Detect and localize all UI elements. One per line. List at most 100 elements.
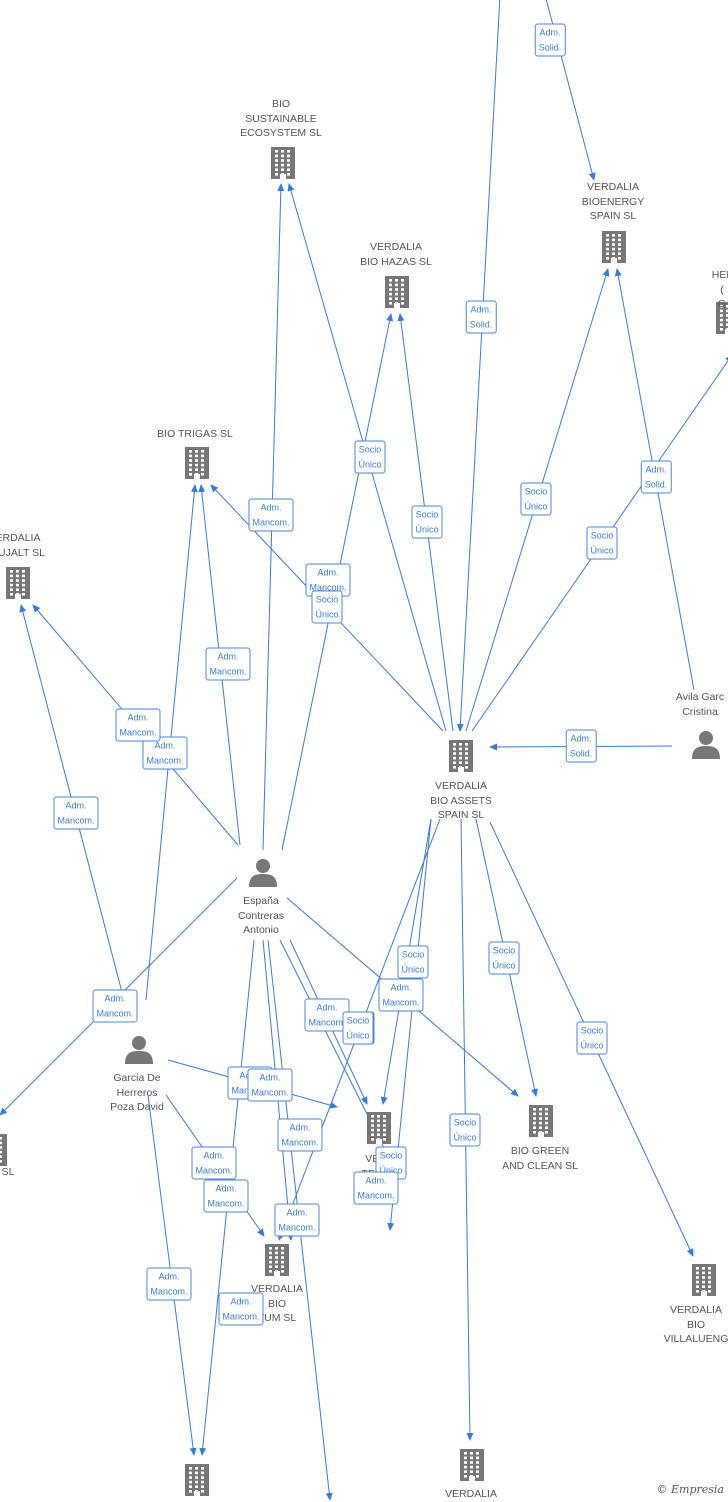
building-icon[interactable] — [367, 1112, 391, 1144]
building-icon[interactable] — [385, 276, 409, 308]
building-icon[interactable] — [271, 147, 295, 179]
building-icon[interactable] — [602, 231, 626, 263]
node-label-line: AND CLEAN SL — [502, 1159, 578, 1172]
relation-label-line: Socio — [415, 509, 439, 520]
node-label-line: SUSTAINABLE — [245, 112, 317, 125]
relation-label-line: Único — [492, 960, 516, 970]
building-icon[interactable] — [716, 302, 728, 334]
building-icon[interactable] — [692, 1264, 716, 1296]
relation-label[interactable]: Adm.Solid. — [640, 460, 672, 494]
relation-label-line: Mancom. — [96, 1008, 134, 1018]
node-label-line: BIO TRIGAS SL — [157, 428, 233, 440]
relation-label[interactable]: Adm.Mancom. — [53, 796, 99, 830]
brand-watermark: © Empresia — [657, 1483, 725, 1496]
node-label-line: BIOENERGY — [581, 195, 645, 208]
building-icon[interactable] — [185, 1464, 209, 1496]
relation-label[interactable]: Adm.Mancom. — [248, 498, 294, 532]
building-icon[interactable] — [529, 1105, 553, 1137]
node-label-line: Herreros — [116, 1086, 158, 1099]
node-label-line: BIO — [271, 98, 291, 110]
relation-label[interactable]: Adm. Mancom. — [274, 1203, 320, 1237]
relation-label-line: Único — [358, 459, 382, 469]
relation-label-line: Solid. — [469, 319, 493, 329]
relation-label-line: Mancom. — [278, 1222, 316, 1232]
relation-label[interactable]: Adm.Solid. — [534, 23, 566, 57]
relation-label[interactable]: Adm. Mancom. — [353, 1171, 399, 1205]
edge-top_off_b-to-verdalia_bio_assets — [456, 0, 501, 732]
node-label-line: VERDALIA — [445, 1488, 497, 1500]
node-label-left-sl[interactable]: SL — [2, 1165, 15, 1180]
relation-label-line: Único — [315, 609, 339, 619]
relation-label[interactable]: Adm.Solid. — [565, 729, 597, 763]
building-icon[interactable] — [460, 1449, 484, 1481]
relation-label-line: Mancom. — [357, 1190, 395, 1200]
building-icon[interactable] — [185, 447, 209, 479]
building-icon[interactable] — [6, 567, 30, 599]
node-label-line: SPAIN SL — [589, 210, 637, 222]
node-label-verdalia-bottom[interactable]: VERDALIA — [445, 1487, 497, 1502]
relation-label-line: Mancom. — [119, 727, 157, 737]
relation-label[interactable]: Adm.Mancom. — [115, 708, 161, 742]
node-label-bio-trigas[interactable]: BIO TRIGAS SL — [157, 427, 233, 442]
relation-label[interactable]: Adm.Mancom. — [218, 1292, 264, 1326]
relation-label-line: Adm. — [260, 502, 282, 513]
relation-label-line: Solid. — [569, 748, 593, 758]
relation-label-line: Adm. — [286, 1207, 308, 1218]
relation-label-line: Adm. — [316, 1002, 338, 1013]
relation-label[interactable]: Adm.Mancom. — [92, 989, 138, 1023]
node-label-hel[interactable]: HEL(G — [712, 268, 728, 312]
relation-label[interactable]: Adm.Mancom. — [146, 1267, 192, 1301]
relation-label-line: Adm. — [645, 464, 667, 475]
person-icon[interactable] — [692, 731, 720, 759]
relation-label-line: Adm. — [539, 27, 561, 38]
relation-label[interactable]: Adm.Solid. — [465, 300, 497, 334]
node-label-line: SL — [1, 1166, 15, 1178]
node-label-line: VERDALIA — [435, 780, 487, 792]
person-icon[interactable] — [125, 1036, 153, 1064]
relation-label[interactable]: Adm.Mancom. — [191, 1146, 237, 1180]
relation-label-line: Adm. — [365, 1175, 387, 1186]
relation-label[interactable]: Adm.Mancom. — [378, 978, 424, 1012]
relation-label[interactable]: Adm.Mancom. — [247, 1068, 293, 1102]
node-label-line: BIO ASSETS — [430, 794, 492, 807]
relation-label-line: Adm. — [158, 1271, 180, 1282]
node-label-verdalia-pujalt[interactable]: ERDALIAPUJALT SL — [0, 531, 45, 560]
relation-label-line: Socio — [492, 945, 516, 956]
building-icon[interactable] — [265, 1244, 289, 1276]
relation-label-line: Adm. — [317, 567, 339, 578]
building-icon[interactable] — [449, 740, 473, 772]
relation-label-line: Socio — [358, 444, 382, 455]
relation-label[interactable]: Adm.Mancom. — [142, 736, 188, 770]
relation-label-line: Mancom. — [222, 1311, 260, 1321]
relation-label-line: Único — [590, 545, 614, 555]
node-label-line: PUJALT SL — [0, 546, 45, 559]
person-icon[interactable] — [249, 859, 277, 887]
relation-label-line: Socio — [315, 594, 339, 605]
node-label-line: BIO HAZAS SL — [360, 255, 432, 268]
relation-label[interactable]: Adm.Mancom. — [277, 1118, 323, 1152]
relation-label[interactable]: Adm.Mancom. — [203, 1179, 249, 1213]
relation-label[interactable]: Adm.Mancom. — [205, 647, 251, 681]
building-icon[interactable] — [0, 1134, 7, 1166]
relation-label-line: Socio — [379, 1150, 403, 1161]
